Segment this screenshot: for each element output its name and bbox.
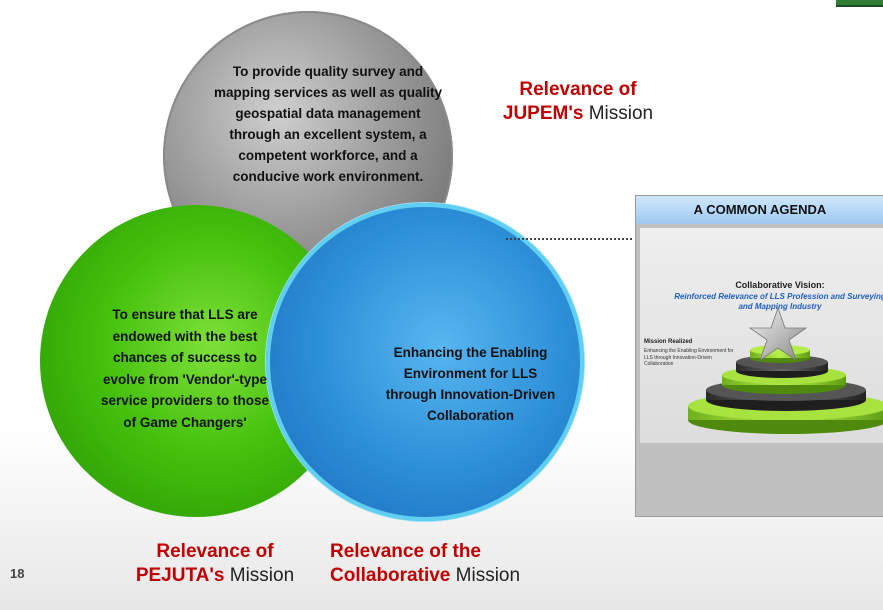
pejuta-label-line1: Relevance of [156,541,274,562]
jupem-label-rest: Mission [583,103,654,124]
mission-realized-text: Enhancing the Enabling Environment for L… [644,348,734,367]
common-agenda-panel: A COMMON AGENDA [635,195,883,517]
jupem-relevance-label: Relevance of JUPEM's Mission [478,78,678,126]
collaborative-mission-circle [266,203,584,521]
pyramid-graphic [688,306,883,434]
page-number: 18 [10,566,25,581]
vision-text: Reinforced Relevance of LLS Profession a… [674,292,883,311]
pejuta-mission-text: To ensure that LLS are endowed with the … [100,307,270,430]
jupem-mission-text: To provide quality survey and mapping se… [213,64,443,184]
collaborative-relevance-label: Relevance of the Collaborative Mission [330,540,590,588]
pejuta-relevance-label: Relevance of PEJUTA's Mission [120,540,310,588]
agenda-image: Collaborative Vision: Reinforced Relevan… [640,228,883,443]
connector-dotted-line [506,238,632,240]
jupem-label-line1: Relevance of [519,79,637,100]
corner-logo [836,0,883,7]
collab-label-name: Collaborative [330,565,451,586]
pejuta-label-name: PEJUTA's [135,565,225,586]
collab-label-line1: Relevance of the [330,541,481,562]
collaborative-mission-text: Enhancing the Enabling Environment for L… [385,345,556,423]
collab-label-rest: Mission [450,565,521,586]
pejuta-label-rest: Mission [224,565,295,586]
mission-realized-title: Mission Realized [644,339,693,345]
vision-title: Collaborative Vision: [735,280,825,290]
agenda-title: A COMMON AGENDA [636,196,883,224]
jupem-label-name: JUPEM's [502,103,584,124]
